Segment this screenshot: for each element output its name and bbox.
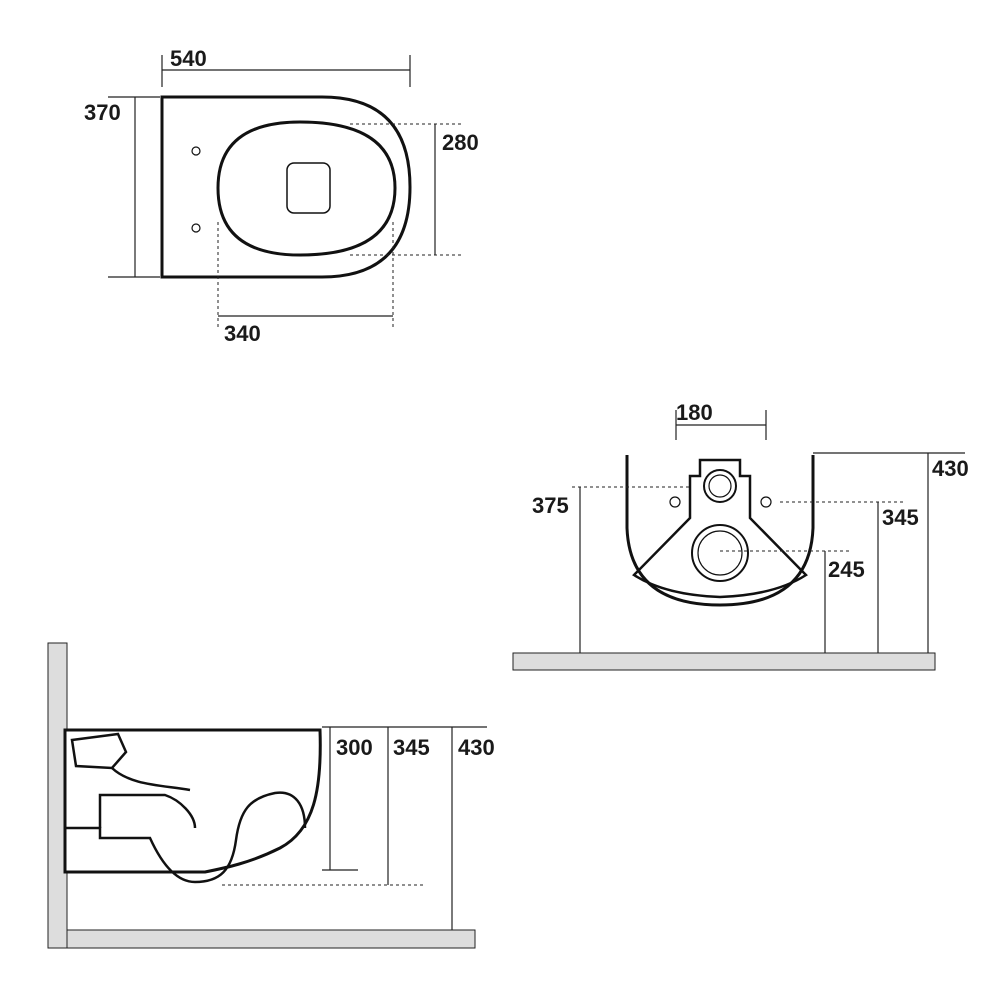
- fixing-hole-icon: [669, 496, 681, 508]
- inlet-section: [70, 732, 128, 770]
- fixing-hole-icon: [760, 496, 772, 508]
- floor: [512, 652, 936, 671]
- dim-outlet-spacing: 180: [676, 400, 713, 425]
- rear-cavity: [632, 458, 808, 599]
- dim-total-height: 430: [932, 456, 969, 481]
- fixing-hole-icon: [191, 146, 201, 156]
- dim-outlet-height: 245: [828, 557, 865, 582]
- dim-width: 540: [170, 46, 207, 71]
- dim-side-c: 430: [458, 735, 495, 760]
- fixing-hole-icon: [191, 223, 201, 233]
- dim-seat-width: 280: [442, 130, 479, 155]
- outlet-icon: [691, 524, 749, 582]
- top-view: [108, 55, 463, 330]
- dim-fixing-height: 375: [532, 493, 569, 518]
- flush-opening: [286, 162, 331, 214]
- side-view: [47, 642, 487, 949]
- dim-side-a: 300: [336, 735, 373, 760]
- dim-side-b: 345: [393, 735, 430, 760]
- side-bowl-outline: [63, 728, 322, 874]
- floor: [66, 929, 476, 949]
- dim-seat-length: 340: [224, 321, 261, 346]
- dim-inlet-height: 345: [882, 505, 919, 530]
- front-view: [512, 410, 965, 671]
- dim-depth: 370: [84, 100, 121, 125]
